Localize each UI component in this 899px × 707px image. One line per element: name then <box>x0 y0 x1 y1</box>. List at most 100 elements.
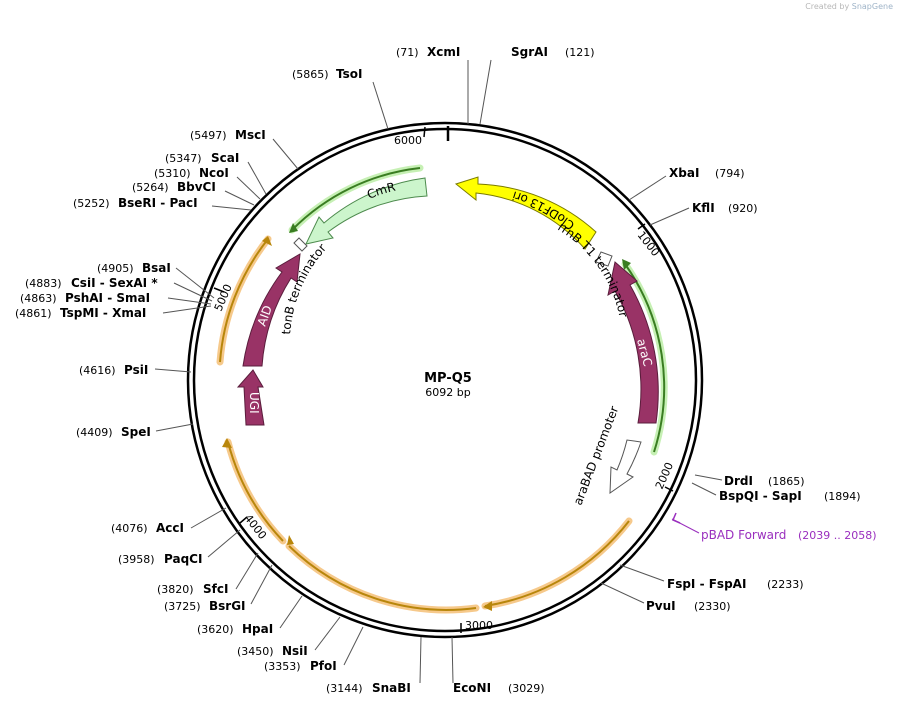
site-position: (3958) <box>118 553 155 566</box>
site-leader <box>173 282 213 302</box>
site-name: XcmI <box>427 45 460 59</box>
site-scai[interactable]: (5347) ScaI <box>165 151 267 195</box>
site-position: (4861) <box>15 307 52 320</box>
site-position: (5865) <box>292 68 329 81</box>
site-name: SgrAI <box>511 45 548 59</box>
feature-label: tonB terminator <box>279 241 329 335</box>
site-leader <box>600 582 645 604</box>
feature-arac[interactable]: araC <box>607 261 659 424</box>
site-leader <box>451 636 454 684</box>
site-drdi[interactable]: DrdI (1865) <box>694 474 805 488</box>
plasmid-length: 6092 bp <box>425 386 470 399</box>
site-name: FspI - FspAI <box>667 577 746 591</box>
orf-arc-lower-left-core <box>288 545 477 611</box>
feature-arrow <box>242 253 301 367</box>
feature-arabad-promoter[interactable]: araBAD promoter <box>571 404 642 507</box>
orf-arrowhead <box>287 535 294 545</box>
site-snabi[interactable]: (3144) SnaBI <box>326 636 422 695</box>
site-name: BseRI - PacI <box>118 196 198 210</box>
site-position: (5347) <box>165 152 202 165</box>
site-name: MscI <box>235 128 266 142</box>
feature-aid[interactable]: AID <box>242 253 301 367</box>
site-position: (794) <box>715 167 745 180</box>
feature-cmr[interactable]: CmR <box>305 177 428 245</box>
site-name: PaqCI <box>164 552 202 566</box>
feature-label: UGI <box>247 392 261 414</box>
site-position: (1894) <box>824 490 861 503</box>
site-tsoi[interactable]: (5865) TsoI <box>292 67 389 130</box>
site-position: (2330) <box>694 600 731 613</box>
site-bsai[interactable]: (4905) BsaI <box>97 261 215 299</box>
tick-label: 1000 <box>635 229 662 259</box>
site-leader <box>155 423 194 432</box>
site-name: EcoNI <box>453 681 491 695</box>
site-fspi-fspai[interactable]: FspI - FspAI (2233) <box>619 564 804 591</box>
feature-arrow <box>305 177 428 245</box>
site-pvui[interactable]: PvuI (2330) <box>600 582 731 613</box>
features: CloDF13 ori CmR araC AID UGI rrnB T1 ter… <box>216 164 668 614</box>
feature-label: AID <box>255 304 275 329</box>
green-orf-arcs <box>288 164 668 456</box>
site-leader <box>235 552 259 590</box>
site-msci[interactable]: (5497) MscI <box>190 128 299 170</box>
site-acci[interactable]: (4076) AccI <box>111 507 227 535</box>
backbone <box>186 121 704 639</box>
site-name: CsiI - SexAI * <box>71 276 158 290</box>
site-bsrgi[interactable]: (3725) BsrGI <box>164 564 273 613</box>
feature-ugi[interactable]: UGI <box>236 369 265 426</box>
site-econi[interactable]: EcoNI (3029) <box>451 636 545 695</box>
site-xbai[interactable]: XbaI (794) <box>628 166 745 201</box>
orf-arrowhead <box>289 223 298 233</box>
site-position: (5310) <box>154 167 191 180</box>
site-leader <box>343 626 364 666</box>
site-name: SnaBI <box>372 681 411 695</box>
primer-pbad-forward[interactable]: pBAD Forward (2039 .. 2058) <box>671 512 877 542</box>
primer-arrow <box>672 512 681 524</box>
site-position: (2233) <box>767 578 804 591</box>
site-name: NsiI <box>282 644 308 658</box>
site-hpai[interactable]: (3620) HpaI <box>197 595 303 636</box>
feature-tonb-terminator[interactable]: tonB terminator <box>279 237 329 335</box>
site-nsii[interactable]: (3450) NsiI <box>237 616 341 658</box>
restriction-sites: (71) XcmI SgrAI (121) (5865) TsoI (5497)… <box>15 45 861 695</box>
site-kfli[interactable]: KflI (920) <box>649 201 758 226</box>
site-bbvci[interactable]: (5264) BbvCI <box>132 180 255 206</box>
site-ncoi[interactable]: (5310) NcoI <box>154 166 261 200</box>
tick-mark <box>637 223 646 230</box>
orf-arrowhead <box>262 236 272 246</box>
terminator-arrow <box>293 237 308 252</box>
site-position: (4905) <box>97 262 134 275</box>
site-leader <box>419 636 422 684</box>
site-psii[interactable]: (4616) PsiI <box>79 363 192 377</box>
site-paqci[interactable]: (3958) PaqCI <box>118 529 241 566</box>
site-name: TsoI <box>336 67 362 81</box>
site-name: BsaI <box>142 261 171 275</box>
site-csii-sexai[interactable]: (4883) CsiI - SexAI * <box>25 276 213 302</box>
site-leader <box>479 59 492 125</box>
site-spei[interactable]: (4409) SpeI <box>76 423 194 439</box>
site-xcmi[interactable]: (71) XcmI <box>396 45 469 124</box>
orf-arc-left-lower-core <box>227 441 284 542</box>
plasmid-name: MP-Q5 <box>424 371 472 386</box>
site-sgrai[interactable]: SgrAI (121) <box>479 45 595 125</box>
site-leader <box>250 564 273 605</box>
site-leader <box>247 161 267 195</box>
site-position: (3725) <box>164 600 201 613</box>
site-bspqi-sapi[interactable]: BspQI - SapI (1894) <box>691 482 861 503</box>
site-leader <box>279 595 303 629</box>
site-leader <box>175 267 215 299</box>
site-sfci[interactable]: (3820) SfcI <box>157 552 259 596</box>
orf-arrowhead <box>483 601 492 611</box>
site-leader <box>619 564 665 582</box>
site-bseri-paci[interactable]: (5252) BseRI - PacI <box>73 196 252 211</box>
site-tspmi-xmai[interactable]: (4861) TspMI - XmaI <box>15 305 212 320</box>
site-name: ScaI <box>211 151 239 165</box>
site-leader <box>162 305 212 314</box>
site-pshai-smai[interactable]: (4863) PshAI - SmaI <box>20 291 212 305</box>
feature-label: araBAD promoter <box>571 404 622 507</box>
site-name: PshAI - SmaI <box>65 291 150 305</box>
site-pfoi[interactable]: (3353) PfoI <box>264 626 364 673</box>
site-name: BbvCI <box>177 180 216 194</box>
orf-arc-bottom <box>481 517 633 610</box>
